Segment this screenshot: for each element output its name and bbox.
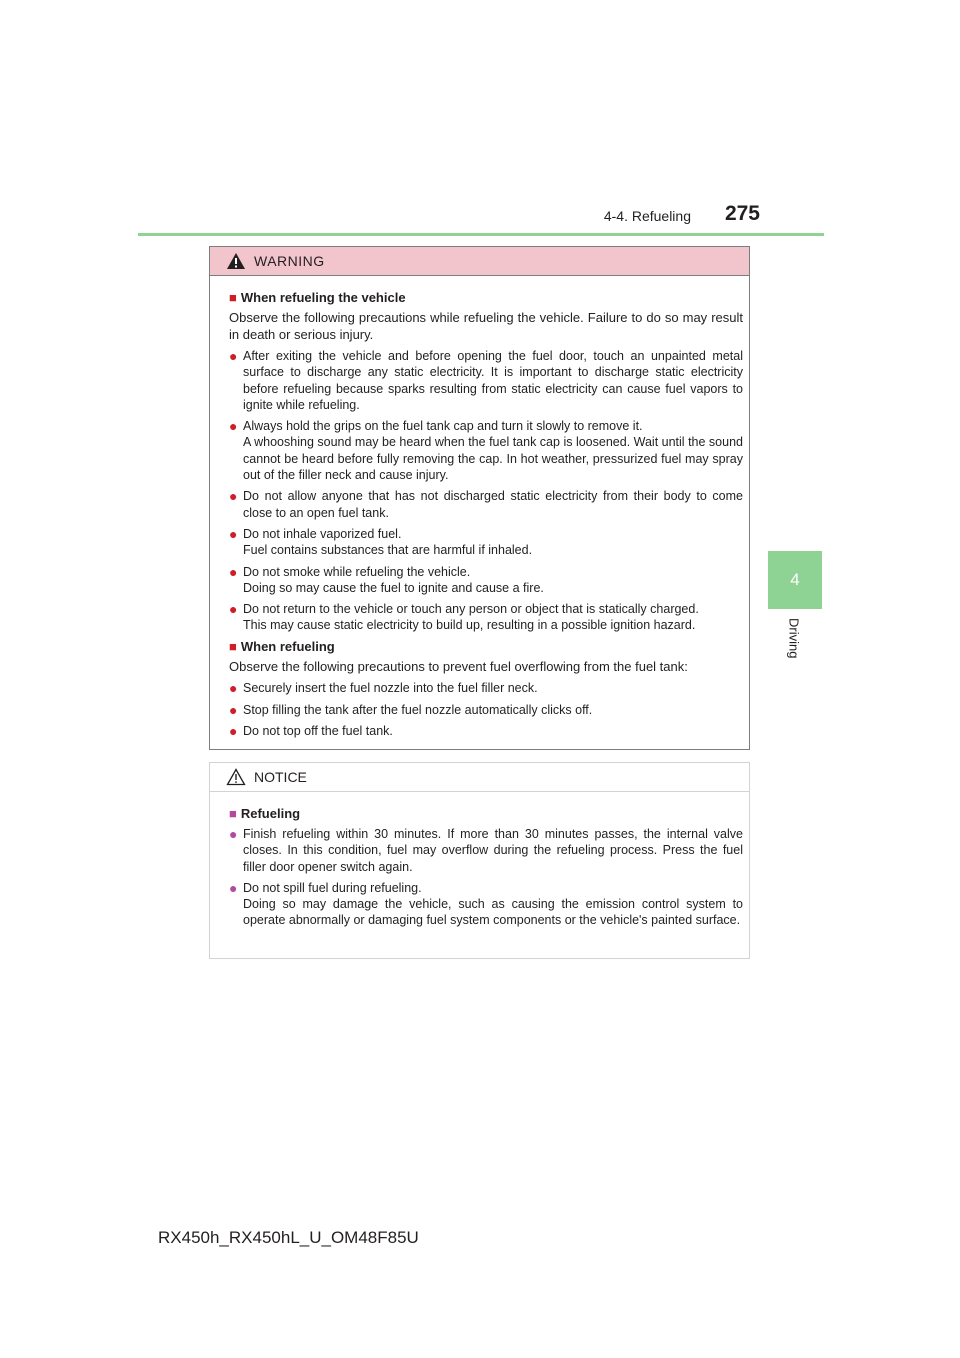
notice-body: ■Refueling ● Finish refueling within 30 … (210, 792, 749, 929)
notice-title: NOTICE (254, 769, 307, 785)
bullet-dot-icon: ● (229, 879, 238, 896)
warning-header: WARNING (210, 247, 749, 276)
list-item: ● Do not inhale vaporized fuel. Fuel con… (229, 525, 533, 558)
warning-title: WARNING (254, 253, 325, 269)
list-item: ● Do not top off the fuel tank. (229, 722, 393, 739)
bullet-dot-icon: ● (229, 525, 238, 542)
bullet-dot-icon: ● (229, 826, 238, 842)
square-bullet-icon: ■ (229, 638, 237, 654)
notice-header: NOTICE (210, 763, 749, 792)
bullet-dot-icon: ● (229, 418, 238, 435)
bullet-dot-icon: ● (229, 348, 238, 364)
notice-box: NOTICE ■Refueling ● Finish refueling wit… (209, 762, 750, 959)
square-bullet-icon: ■ (229, 806, 237, 821)
warning-box: WARNING ■When refueling the vehicle Obse… (209, 246, 750, 750)
list-item: ● Stop filling the tank after the fuel n… (229, 701, 593, 718)
page-number: 275 (724, 202, 760, 225)
list-item: ● Do not return to the vehicle or touch … (229, 601, 699, 633)
list-item: ● Do not spill fuel during refueling. Do… (229, 879, 743, 928)
list-item: ● After exiting the vehicle and before o… (229, 348, 743, 412)
bullet-dot-icon: ● (229, 701, 238, 718)
warning-section-intro: Observe the following precautions to pre… (229, 658, 688, 674)
list-item: ● Do not smoke while refueling the vehic… (229, 563, 544, 595)
bullet-dot-icon: ● (229, 563, 238, 580)
chapter-tab: 4 (768, 551, 822, 609)
chapter-label: Driving (786, 618, 802, 659)
bullet-dot-icon: ● (229, 601, 238, 618)
header-rule (138, 233, 824, 236)
warning-section-intro: Observe the following precautions while … (229, 310, 743, 342)
bullet-dot-icon: ● (229, 722, 238, 739)
list-item: ● Do not allow anyone that has not disch… (229, 488, 743, 520)
warning-body: ■When refueling the vehicle Observe the … (210, 276, 749, 739)
warning-triangle-icon (227, 253, 245, 269)
footer-document-code: RX450h_RX450hL_U_OM48F85U (158, 1228, 419, 1247)
bullet-dot-icon: ● (229, 680, 238, 697)
list-item: ● Finish refueling within 30 minutes. If… (229, 826, 743, 874)
notice-section-heading: ■Refueling (229, 806, 301, 821)
list-item: ● Always hold the grips on the fuel tank… (229, 418, 743, 483)
warning-section-heading: ■When refueling (229, 638, 335, 654)
square-bullet-icon: ■ (229, 290, 237, 305)
list-item: ● Securely insert the fuel nozzle into t… (229, 680, 538, 697)
warning-section-heading: ■When refueling the vehicle (229, 290, 406, 305)
notice-triangle-icon (226, 768, 246, 786)
bullet-dot-icon: ● (229, 488, 238, 505)
header-section-title: 4-4. Refueling (603, 208, 691, 224)
